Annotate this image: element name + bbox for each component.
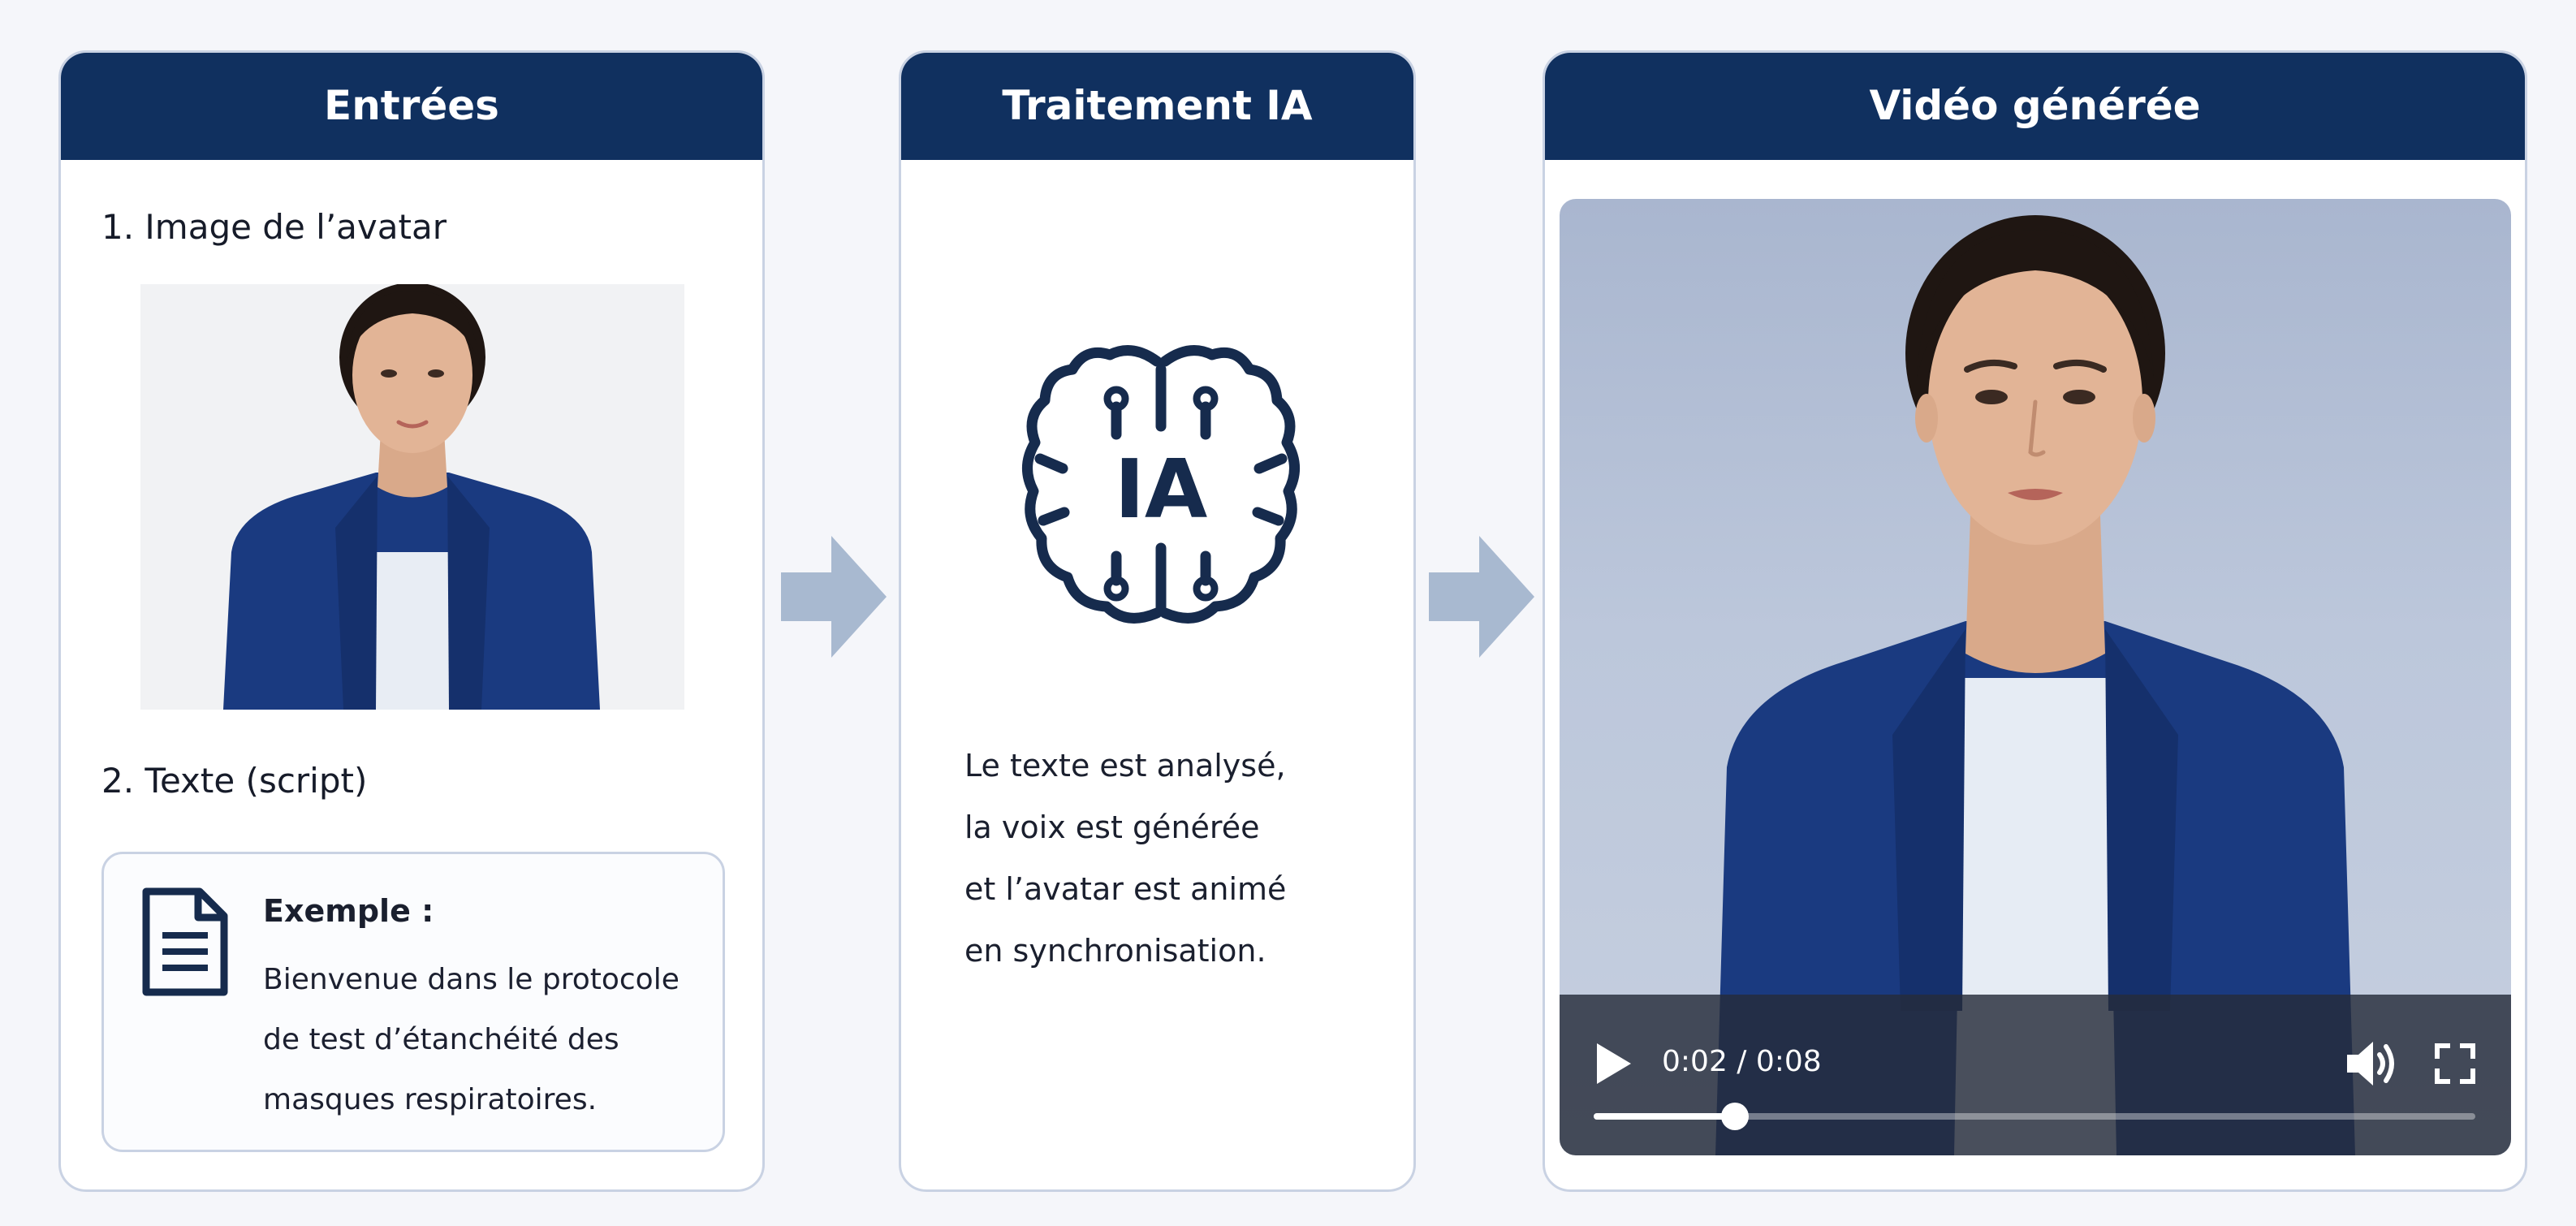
example-text: Bienvenue dans le protocole de test d’ét… xyxy=(263,950,718,1130)
inputs-panel: Entrées 1. Image de l’avatar 2. Texte (s… xyxy=(58,50,765,1192)
play-icon[interactable] xyxy=(1594,1042,1633,1086)
volume-icon[interactable] xyxy=(2344,1038,2397,1089)
video-time: 0:02 / 0:08 xyxy=(1662,1045,1822,1078)
processing-panel: Traitement IA IA Le t xyxy=(899,50,1416,1192)
output-panel-title: Vidéo générée xyxy=(1545,53,2525,160)
avatar-image xyxy=(140,284,684,710)
progress-fill xyxy=(1594,1113,1735,1120)
script-section-title: 2. Texte (script) xyxy=(101,761,368,801)
document-icon xyxy=(142,887,228,996)
arrow-right-icon xyxy=(781,536,887,658)
processing-panel-title: Traitement IA xyxy=(901,53,1413,160)
example-line: Bienvenue dans le protocole xyxy=(263,963,680,996)
processing-description: Le texte est analysé, la voix est généré… xyxy=(964,735,1387,982)
avatar-section-title: 1. Image de l’avatar xyxy=(101,207,447,247)
description-line: la voix est générée xyxy=(964,809,1260,845)
example-line: masques respiratoires. xyxy=(263,1083,598,1116)
progress-bar[interactable] xyxy=(1594,1103,2475,1130)
progress-handle[interactable] xyxy=(1720,1103,1749,1130)
video-player[interactable]: 0:02 / 0:08 xyxy=(1560,199,2511,1155)
description-line: et l’avatar est animé xyxy=(964,871,1287,907)
example-label: Exemple : xyxy=(263,893,434,929)
output-panel: Vidéo générée xyxy=(1543,50,2527,1192)
brain-icon: IA xyxy=(1021,345,1301,624)
brain-label: IA xyxy=(1115,442,1208,537)
arrow-right-icon xyxy=(1429,536,1534,658)
example-script-card: Exemple : Bienvenue dans le protocole de… xyxy=(101,852,725,1152)
inputs-panel-title: Entrées xyxy=(61,53,762,160)
fullscreen-icon[interactable] xyxy=(2435,1043,2475,1084)
description-line: Le texte est analysé, xyxy=(964,748,1286,784)
description-line: en synchronisation. xyxy=(964,933,1266,969)
video-controls: 0:02 / 0:08 xyxy=(1560,995,2511,1155)
example-line: de test d’étanchéité des xyxy=(263,1023,619,1056)
